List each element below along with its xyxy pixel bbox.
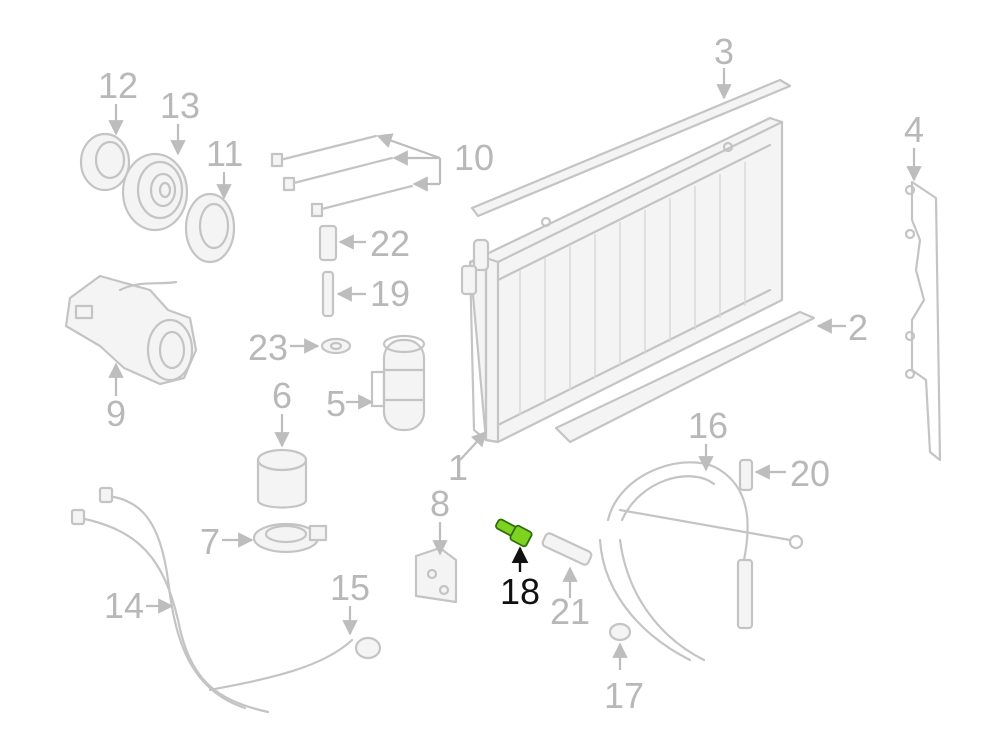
valve-cap [608, 622, 632, 642]
upper-seal-strip [470, 78, 792, 218]
callout-13: 13 [160, 85, 200, 126]
spacer-sleeve [318, 224, 338, 262]
callout-5: 5 [326, 383, 346, 424]
callout-6: 6 [272, 375, 292, 416]
clutch-ring [79, 132, 131, 192]
callout-23: 23 [248, 327, 288, 368]
hose-assembly [70, 486, 270, 714]
drier-bracket [252, 522, 328, 554]
callout-10: 10 [454, 137, 494, 178]
callout-18-highlighted: 18 [500, 571, 540, 612]
liquid-line [208, 636, 382, 692]
stud [321, 270, 335, 318]
callout-11: 11 [206, 133, 243, 174]
callout-3: 3 [714, 31, 734, 72]
compressor [64, 274, 198, 386]
callout-4: 4 [904, 109, 924, 150]
callout-17: 17 [604, 675, 644, 716]
washer [320, 337, 352, 355]
bushing [256, 448, 308, 509]
clutch-coil [184, 192, 236, 264]
condenser [460, 116, 784, 444]
suction-hose [598, 461, 804, 662]
callout-2: 2 [848, 307, 868, 348]
callout-7: 7 [200, 521, 220, 562]
callout-9: 9 [106, 393, 126, 434]
callout-12: 12 [98, 65, 138, 106]
mount-bracket [414, 546, 458, 604]
callout-8: 8 [430, 483, 450, 524]
callout-22: 22 [370, 223, 410, 264]
pressure-switch [738, 458, 754, 492]
side-baffle [904, 180, 942, 462]
callout-14: 14 [104, 585, 144, 626]
clutch-pulley [121, 152, 189, 232]
callout-20: 20 [790, 453, 830, 494]
highlighted-bolt[interactable] [495, 518, 533, 572]
callout-16: 16 [688, 405, 728, 446]
receiver-drier [370, 334, 426, 432]
mounting-bolts [270, 134, 414, 218]
service-valve [541, 532, 593, 566]
callout-15: 15 [330, 567, 370, 608]
lower-seal-strip [554, 310, 816, 444]
callout-19: 19 [370, 273, 410, 314]
